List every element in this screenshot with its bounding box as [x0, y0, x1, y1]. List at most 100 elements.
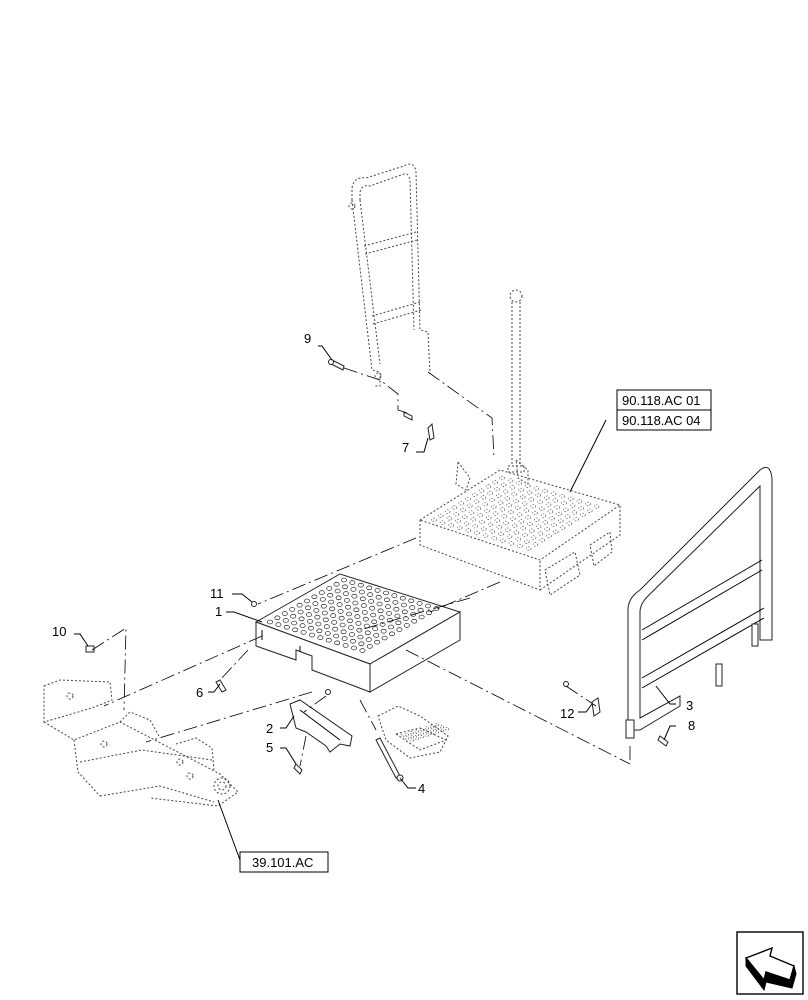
reference-lower[interactable]: 39.101.AC	[252, 855, 313, 870]
phantom-upper-platform	[418, 458, 622, 596]
perforation-hole	[376, 601, 383, 607]
callout-11: 11	[210, 586, 224, 601]
perforation-hole	[281, 611, 288, 616]
perforation-hole	[317, 635, 324, 640]
perforation-hole	[484, 508, 490, 514]
perforation-hole	[502, 489, 509, 494]
perforation-hole	[516, 481, 522, 486]
perforation-hole	[350, 587, 357, 592]
perforation-hole	[372, 626, 379, 631]
perforation-hole	[468, 510, 475, 515]
perforation-hole	[318, 590, 325, 595]
perforation-hole	[534, 517, 540, 522]
perforation-hole	[568, 496, 574, 501]
perforation-hole	[438, 513, 444, 518]
reference-box-lower[interactable]: 39.101.AC	[239, 851, 329, 873]
perforation-hole	[416, 601, 423, 606]
perforation-hole	[429, 731, 435, 736]
perforation-hole	[384, 597, 390, 603]
perforation-hole	[587, 508, 593, 513]
perforation-hole	[564, 514, 571, 519]
perforation-hole	[444, 509, 451, 514]
perforation-hole	[357, 582, 364, 588]
perforation-hole	[395, 620, 402, 626]
perforation-hole	[322, 617, 329, 623]
perforation-hole	[357, 634, 364, 640]
perforation-hole	[314, 614, 321, 620]
perforation-hole	[479, 519, 485, 525]
perforation-hole	[324, 631, 331, 636]
reference-box-upper[interactable]: 90.118.AC 01 90.118.AC 04	[616, 389, 712, 431]
perforation-hole	[424, 726, 430, 730]
perforation-hole	[521, 501, 528, 506]
perforation-hole	[542, 520, 549, 525]
perforation-hole	[351, 645, 357, 651]
perforation-hole	[542, 488, 548, 494]
phantom-grab-pole	[507, 289, 525, 473]
perforation-hole	[537, 499, 543, 505]
next-page-arrow-icon[interactable]	[736, 931, 804, 995]
perforation-hole	[403, 623, 410, 628]
perforation-hole	[267, 619, 273, 625]
phantom-upper-handrail	[348, 163, 431, 387]
perforation-hole	[323, 624, 330, 629]
perforation-hole	[291, 620, 298, 626]
perforation-hole	[409, 605, 416, 610]
reference-upper-1[interactable]: 90.118.AC 01	[622, 393, 701, 408]
perforation-hole	[499, 475, 505, 481]
perforation-hole	[511, 492, 517, 497]
perforation-hole	[527, 521, 533, 527]
perforation-hole	[370, 612, 377, 618]
perforation-hole	[334, 588, 341, 594]
perforation-hole	[593, 504, 600, 509]
perforation-hole	[419, 735, 425, 739]
perforation-hole	[337, 609, 344, 614]
perforation-hole	[532, 542, 539, 547]
perforation-hole	[338, 615, 345, 621]
perforation-hole	[458, 501, 464, 506]
perforation-hole	[474, 530, 480, 536]
perforation-hole	[477, 513, 483, 518]
perforation-hole	[329, 606, 336, 612]
perforation-hole	[374, 588, 381, 593]
perforation-hole	[434, 726, 440, 731]
perforation-hole	[313, 608, 320, 613]
perforation-hole	[553, 529, 559, 534]
perforation-hole	[492, 480, 498, 485]
perforation-hole	[535, 524, 542, 529]
perforation-hole	[549, 516, 555, 521]
perforation-hole	[394, 613, 401, 619]
perforation-hole	[341, 577, 347, 583]
perforation-hole	[366, 644, 373, 649]
perforation-hole	[544, 495, 550, 500]
perforation-hole	[535, 493, 541, 498]
perforation-hole	[380, 628, 387, 634]
callout-5: 5	[266, 740, 273, 755]
perforation-hole	[546, 533, 552, 539]
perforation-hole	[360, 603, 367, 608]
perforation-hole	[578, 506, 584, 511]
perforation-hole	[460, 507, 466, 513]
perforation-hole	[533, 486, 540, 491]
perforation-hole	[349, 580, 356, 585]
perforation-hole	[513, 498, 519, 504]
perforation-hole	[296, 602, 303, 608]
perforation-hole	[529, 528, 535, 533]
perforation-hole	[491, 504, 497, 509]
perforation-hole	[361, 610, 368, 615]
perforation-hole	[451, 505, 458, 510]
perforation-hole	[434, 730, 440, 734]
perforation-hole	[446, 516, 453, 521]
perforation-hole	[325, 637, 332, 643]
perforation-hole	[374, 639, 381, 645]
callout-12: 12	[560, 706, 574, 721]
perforation-hole	[298, 616, 305, 622]
reference-upper-2[interactable]: 90.118.AC 04	[622, 413, 701, 428]
perforation-hole	[275, 622, 282, 627]
perforation-hole	[504, 496, 511, 501]
perforation-hole	[496, 525, 502, 530]
perforation-hole	[563, 507, 569, 512]
perforation-hole	[289, 607, 296, 612]
perforation-hole	[472, 492, 478, 497]
perforation-hole	[375, 594, 382, 600]
